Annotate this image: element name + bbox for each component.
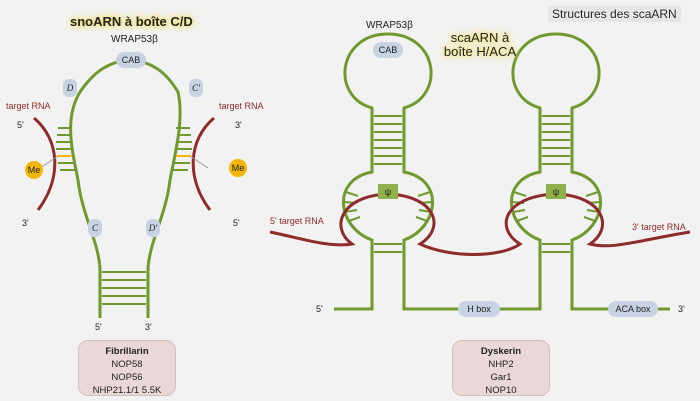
scarna-protein-item: NOP10 (485, 385, 517, 396)
snorna-target-right (191, 116, 215, 211)
snorna-protein-item: NOP56 (111, 372, 143, 383)
box-c (88, 219, 102, 237)
box-d-prime-label: D' (148, 223, 158, 233)
snorna-end5-left: 5' (17, 120, 24, 130)
snorna-stem-rungs (102, 271, 146, 305)
snorna-protein-head: Fibrillarin (105, 346, 149, 357)
snorna-target-right-label: target RNA (219, 101, 264, 111)
methyl-marker-right (229, 159, 247, 177)
me-connector-left (39, 155, 59, 169)
scarna-protein-box: Dyskerin NHP2 Gar1 NOP10 (452, 340, 550, 396)
box-c-prime-label: C' (192, 83, 201, 93)
scarna-cab-label: CAB (379, 45, 398, 55)
snorna-guide-rungs-right (173, 127, 192, 171)
box-d-prime (146, 219, 160, 237)
scarna-protein-item: Gar1 (490, 372, 512, 383)
snorna-end5-right: 5' (233, 218, 240, 228)
scarna-hairpin-right (510, 32, 602, 262)
psi-label-right: ψ (553, 187, 559, 197)
scarna-left-upper-rungs (374, 115, 402, 165)
h-box (458, 301, 500, 317)
scarna-protein-item: NHP2 (488, 359, 514, 370)
box-d (63, 79, 77, 97)
box-c-prime (189, 79, 203, 97)
h-box-label: H box (467, 304, 491, 314)
snorna-end3-left: 3' (22, 218, 29, 228)
box-c-label: C (92, 223, 99, 233)
scarna-protein-head: Dyskerin (480, 346, 522, 357)
snorna-cab-box (116, 52, 146, 68)
scarna-right-upper-rungs (542, 115, 570, 165)
psi-box-left (378, 184, 398, 199)
snorna-end3-right: 3' (235, 120, 242, 130)
snorna-protein-box: Fibrillarin NOP58 NOP56 NHP21.1/1 5.5K (78, 340, 176, 396)
aca-box (608, 301, 658, 317)
snorna-protein-item: NHP21.1/1 5.5K (92, 385, 162, 396)
snorna-guide-rungs-left (56, 127, 75, 171)
snorna-title: snoARN à boîte C/D (70, 14, 193, 29)
psi-box-right (546, 184, 566, 199)
scarna-hairpin-left (342, 32, 434, 262)
scarna-wrap53-label: WRAP53β (366, 20, 413, 31)
snorna-wrap53-label: WRAP53β (111, 34, 158, 45)
main-title: Structures des scaARN (548, 6, 681, 22)
scarna-target-left-label: 5' target RNA (270, 216, 324, 226)
scarna-target-rna (269, 192, 691, 256)
snorna-stem-3prime: 3' (145, 322, 152, 332)
scarna-title: scaARN à boîte H/ACA (443, 30, 517, 59)
me-label-right: Me (232, 163, 245, 173)
scarna-right-lower-rungs (542, 243, 570, 253)
aca-box-label: ACA box (615, 304, 651, 314)
methyl-marker-left (25, 161, 43, 179)
scarna-left-lower-rungs (374, 243, 402, 253)
scarna-end3: 3' (678, 304, 685, 314)
box-d-label: D (66, 83, 74, 93)
psi-label-left: ψ (385, 187, 391, 197)
snorna-target-left (33, 116, 57, 211)
me-label-left: Me (28, 165, 41, 175)
snorna-structure: Me Me CAB D C' C D' target RNA target RN… (6, 52, 264, 332)
scarna-target-right-label: 3' target RNA (632, 222, 686, 232)
snorna-protein-item: NOP58 (111, 359, 143, 370)
snorna-cab-label: CAB (122, 55, 141, 65)
scarna-end5: 5' (316, 304, 323, 314)
scarna-structure: ψ ψ CAB H box ACA box 5' 3' 5' target RN… (269, 32, 691, 317)
me-connector-right (189, 155, 209, 169)
snorna-target-left-label: target RNA (6, 101, 51, 111)
scarna-cab-box (373, 42, 403, 58)
snorna-stem-5prime: 5' (95, 322, 102, 332)
